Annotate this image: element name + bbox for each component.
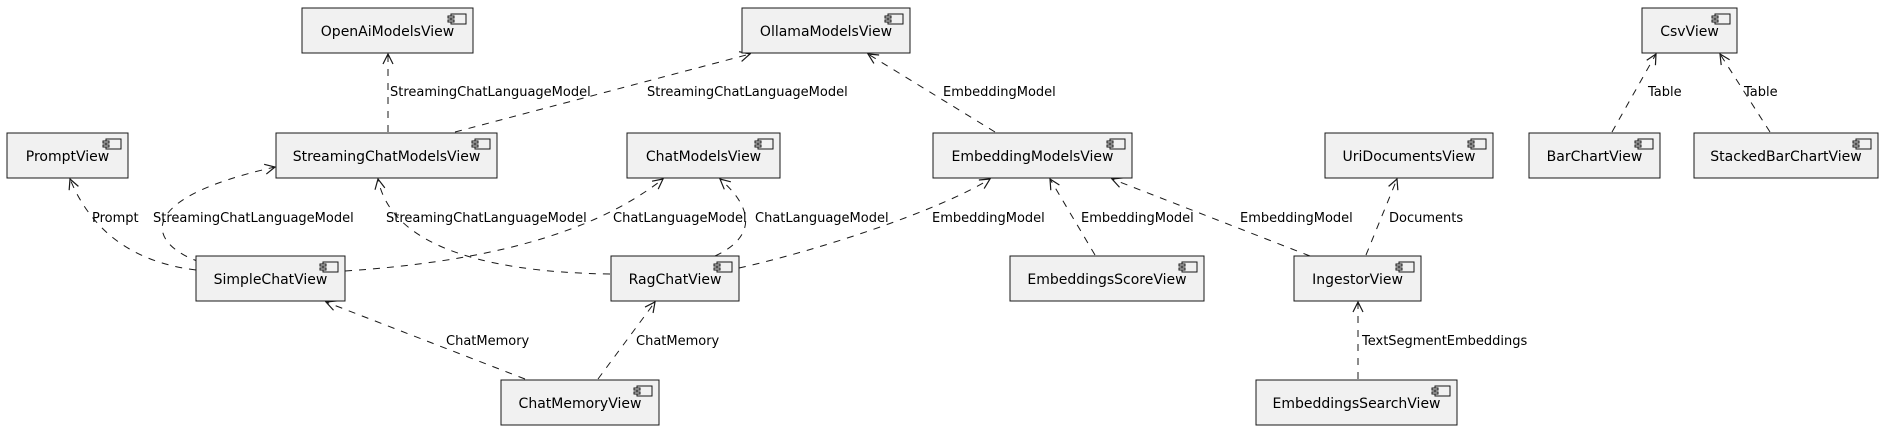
component-csv: CsvView	[1641, 7, 1738, 54]
component-label: ChatMemoryView	[519, 396, 642, 412]
component-box	[1693, 132, 1879, 179]
component-box	[932, 132, 1133, 179]
component-label: StreamingChatModelsView	[293, 149, 481, 165]
edge-label: ChatLanguageModel	[613, 211, 747, 226]
component-box	[1641, 7, 1738, 54]
edge-label: EmbeddingModel	[1081, 211, 1194, 226]
component-box	[1255, 379, 1458, 426]
edges-layer	[70, 54, 1771, 380]
edge-label: StreamingChatLanguageModel	[386, 211, 587, 226]
component-label: IngestorView	[1312, 272, 1403, 288]
dependency-arrow	[161, 167, 275, 263]
component-label: RagChatView	[629, 272, 722, 288]
component-barchart: BarChartView	[1528, 132, 1661, 179]
edge-label: Table	[1743, 85, 1778, 100]
component-label: EmbeddingsSearchView	[1272, 396, 1440, 412]
component-simplechat: SimpleChatView	[195, 255, 346, 302]
component-chatmemory: ChatMemoryView	[500, 379, 660, 426]
component-icon	[1431, 385, 1451, 397]
component-icon	[1395, 261, 1415, 273]
component-label: OllamaModelsView	[760, 24, 892, 40]
edge-label: TextSegmentEmbeddings	[1361, 334, 1528, 349]
component-icon	[1852, 138, 1872, 150]
dependency-arrow	[1611, 54, 1656, 133]
component-label: StackedBarChartView	[1710, 149, 1861, 165]
dependency-arrow	[70, 179, 197, 271]
component-icon	[1711, 13, 1731, 25]
component-label: SimpleChatView	[214, 272, 328, 288]
component-icon	[633, 385, 653, 397]
edge-label: StreamingChatLanguageModel	[153, 211, 354, 226]
component-icon	[1178, 261, 1198, 273]
dependency-arrow	[868, 54, 996, 133]
component-icon	[1467, 138, 1487, 150]
component-box	[1324, 132, 1494, 179]
component-label: PromptView	[26, 149, 109, 165]
component-chatmodels: ChatModelsView	[626, 132, 781, 179]
component-label: BarChartView	[1547, 149, 1643, 165]
component-box	[741, 7, 911, 54]
component-icon	[447, 13, 467, 25]
component-icon	[713, 261, 733, 273]
component-label: UriDocumentsView	[1343, 149, 1476, 165]
edge-label: StreamingChatLanguageModel	[390, 85, 591, 100]
component-label: ChatModelsView	[646, 149, 761, 165]
component-icon	[471, 138, 491, 150]
component-icon	[1106, 138, 1126, 150]
dependency-arrow	[1720, 54, 1771, 133]
edge-label: Table	[1647, 85, 1682, 100]
component-ragchat: RagChatView	[610, 255, 740, 302]
component-uridocs: UriDocumentsView	[1324, 132, 1494, 179]
component-icon	[319, 261, 339, 273]
component-embscore: EmbeddingsScoreView	[1009, 255, 1205, 302]
edge-label: Prompt	[92, 211, 139, 226]
component-label: EmbeddingsScoreView	[1027, 272, 1186, 288]
component-icon	[884, 13, 904, 25]
component-label: CsvView	[1660, 24, 1719, 40]
dependency-arrow	[378, 179, 611, 275]
component-label: OpenAiModelsView	[321, 24, 454, 40]
component-box	[500, 379, 660, 426]
component-label: EmbeddingModelsView	[952, 149, 1114, 165]
component-icon	[1634, 138, 1654, 150]
edge-label: EmbeddingModel	[943, 85, 1056, 100]
component-icon	[754, 138, 774, 150]
component-box	[301, 7, 474, 54]
dependency-arrow	[738, 179, 990, 269]
component-ollama: OllamaModelsView	[741, 7, 911, 54]
edge-label: EmbeddingModel	[932, 211, 1045, 226]
edge-label: ChatLanguageModel	[755, 211, 889, 226]
edge-label: ChatMemory	[636, 334, 720, 349]
dependency-arrow	[344, 179, 663, 272]
component-box	[275, 132, 498, 179]
component-box	[1009, 255, 1205, 302]
dependency-arrow	[454, 54, 750, 133]
dependency-arrow	[1050, 179, 1096, 256]
component-ingestor: IngestorView	[1293, 255, 1422, 302]
component-icon	[102, 138, 122, 150]
component-embsearch: EmbeddingsSearchView	[1255, 379, 1458, 426]
edge-label: StreamingChatLanguageModel	[647, 85, 848, 100]
dependency-arrow	[597, 302, 655, 380]
edge-label: ChatMemory	[446, 334, 530, 349]
component-prompt: PromptView	[6, 132, 129, 179]
dependency-arrow	[714, 179, 747, 257]
edge-label: Documents	[1389, 211, 1463, 226]
component-streamingchat: StreamingChatModelsView	[275, 132, 498, 179]
nodes-layer: OpenAiModelsView OllamaModelsView CsvViewP…	[6, 7, 1879, 426]
component-embeddingmodels: EmbeddingModelsView	[932, 132, 1133, 179]
component-stackedbar: StackedBarChartView	[1693, 132, 1879, 179]
component-openai: OpenAiModelsView	[301, 7, 474, 54]
edge-label: EmbeddingModel	[1240, 211, 1353, 226]
